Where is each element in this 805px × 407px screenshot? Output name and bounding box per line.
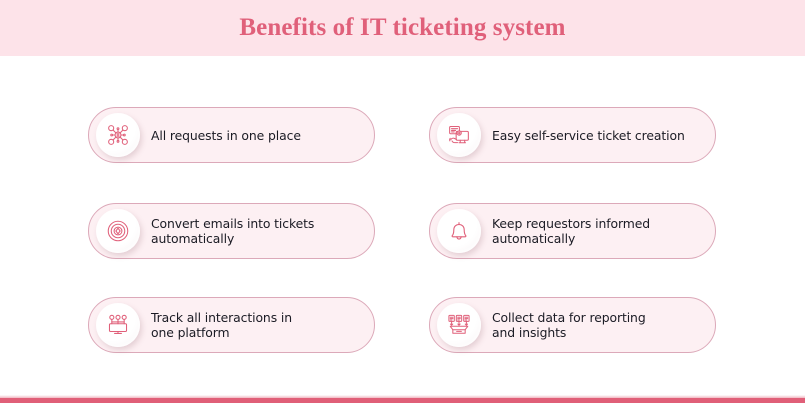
benefit-card-label: Keep requestors informed automatically [492,216,650,246]
benefit-card-all-requests-in-one-place[interactable]: All requests in one place [88,107,375,163]
bottom-accent-bar [0,398,805,403]
benefit-card-label: All requests in one place [151,127,301,143]
benefit-card-keep-requestors-informed[interactable]: Keep requestors informed automatically [429,203,716,259]
benefit-card-label: Collect data for reporting and insights [492,310,646,340]
bell-icon [437,209,481,253]
bottom-accent-fade [0,395,805,398]
monitor-ticket-creation-icon [437,113,481,157]
benefit-card-easy-self-service-ticket-creation[interactable]: Easy self-service ticket creation [429,107,716,163]
benefit-card-convert-emails-into-tickets[interactable]: Convert emails into tickets automaticall… [88,203,375,259]
benefit-card-label: Easy self-service ticket creation [492,127,685,143]
benefit-card-track-all-interactions[interactable]: Track all interactions in one platform [88,297,375,353]
benefit-card-collect-data-for-reporting[interactable]: Collect data for reporting and insights [429,297,716,353]
network-hub-icon [96,113,140,157]
benefit-card-label: Convert emails into tickets automaticall… [151,216,315,246]
benefits-card-grid: All requests in one place Easy self-serv… [0,56,805,398]
page-title: Benefits of IT ticketing system [239,13,566,41]
monitor-tracking-icon [96,303,140,347]
data-collection-box-icon [437,303,481,347]
benefit-card-label: Track all interactions in one platform [151,310,292,340]
header-band: Benefits of IT ticketing system [0,0,805,56]
target-rings-icon [96,209,140,253]
